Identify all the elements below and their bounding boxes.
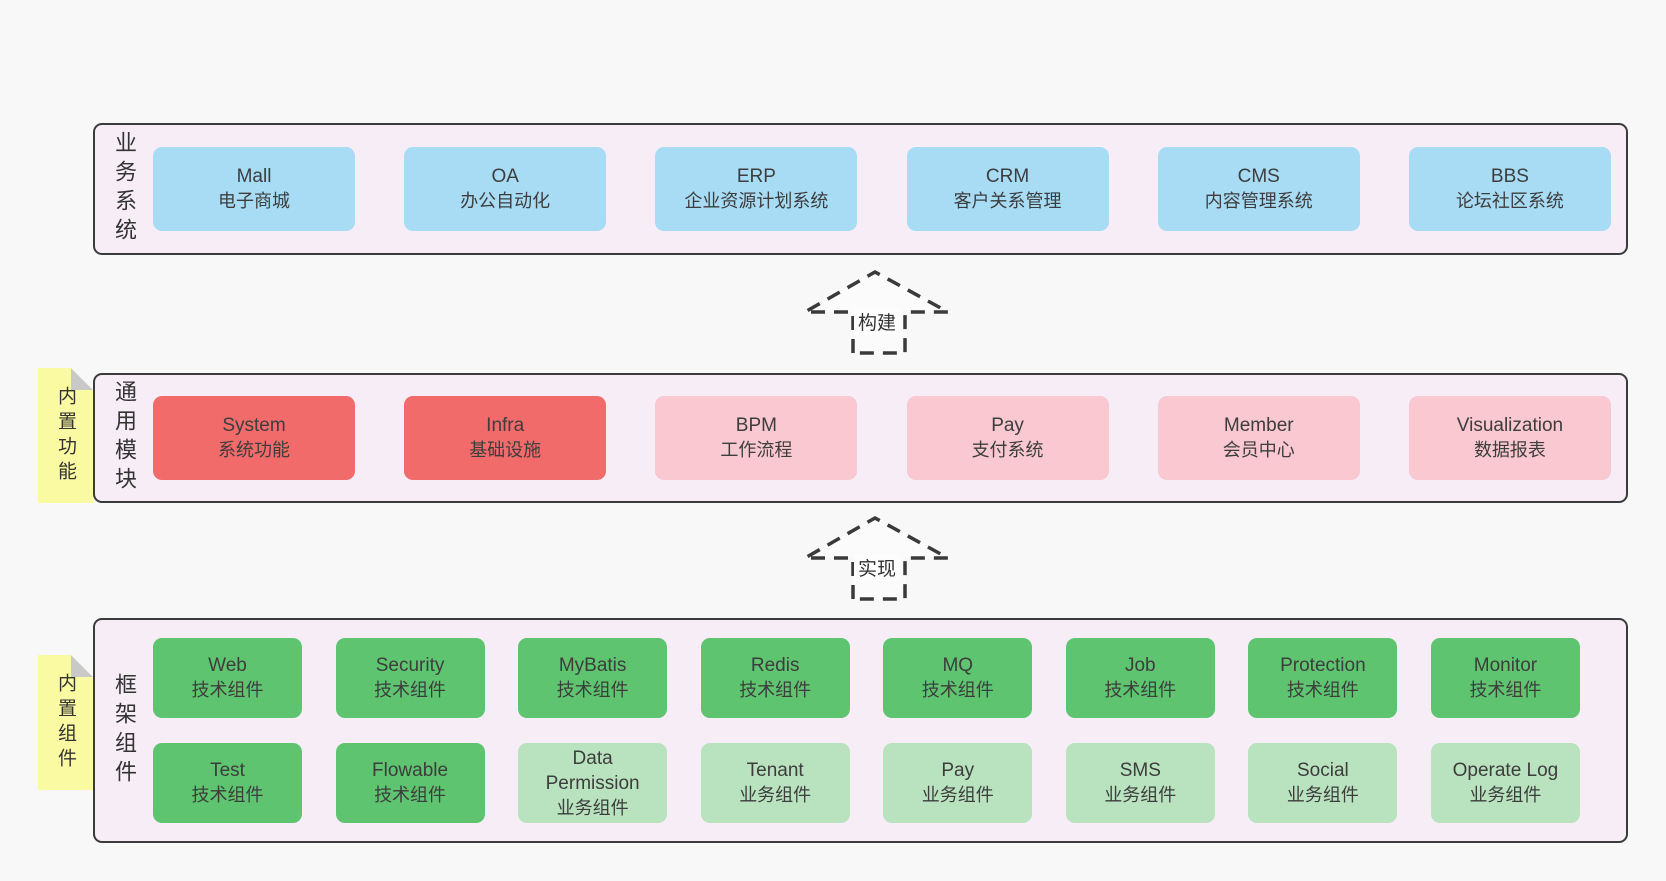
box-cms: CMS 内容管理系统 bbox=[1157, 147, 1360, 231]
arrow-implement-label: 实现 bbox=[853, 554, 901, 581]
box-mybatis: MyBatis 技术组件 bbox=[518, 638, 668, 718]
framework-row-1: Web 技术组件 Security 技术组件 MyBatis 技术组件 Redi… bbox=[153, 638, 1580, 718]
box-security: Security 技术组件 bbox=[335, 638, 485, 718]
section-common-modules: 通用模块 System 系统功能 Infra 基础设施 BPM 工作流程 Pay… bbox=[93, 373, 1628, 503]
box-web: Web 技术组件 bbox=[153, 638, 302, 718]
sticky-note-built-in-components: 内置组件 bbox=[38, 655, 93, 790]
arrow-build-label: 构建 bbox=[853, 308, 901, 335]
box-erp: ERP 企业资源计划系统 bbox=[655, 147, 858, 231]
box-system: System 系统功能 bbox=[153, 396, 355, 480]
box-redis: Redis 技术组件 bbox=[700, 638, 850, 718]
box-job: Job 技术组件 bbox=[1065, 638, 1215, 718]
box-crm: CRM 客户关系管理 bbox=[906, 147, 1109, 231]
framework-rows: Web 技术组件 Security 技术组件 MyBatis 技术组件 Redi… bbox=[153, 638, 1626, 823]
box-mq: MQ 技术组件 bbox=[883, 638, 1033, 718]
section-framework-components: 框架组件 Web 技术组件 Security 技术组件 MyBatis 技术组件… bbox=[93, 618, 1628, 843]
box-test: Test 技术组件 bbox=[153, 743, 302, 823]
box-pay-component: Pay 业务组件 bbox=[883, 743, 1033, 823]
box-mall: Mall 电子商城 bbox=[153, 147, 355, 231]
box-operate-log: Operate Log 业务组件 bbox=[1430, 743, 1580, 823]
framework-row-2: Test 技术组件 Flowable 技术组件 Data Permission … bbox=[153, 743, 1580, 823]
section-business-label: 业务系统 bbox=[112, 131, 137, 247]
up-arrow-build-icon: 构建 bbox=[797, 266, 957, 358]
box-bbs: BBS 论坛社区系统 bbox=[1408, 147, 1611, 231]
box-flowable: Flowable 技术组件 bbox=[335, 743, 485, 823]
section-framework-label: 框架组件 bbox=[112, 672, 137, 789]
module-boxes: System 系统功能 Infra 基础设施 BPM 工作流程 Pay 支付系统… bbox=[153, 396, 1626, 480]
sticky-note-built-in-features: 内置功能 bbox=[38, 368, 93, 503]
box-visualization: Visualization 数据报表 bbox=[1408, 396, 1611, 480]
business-boxes: Mall 电子商城 OA 办公自动化 ERP 企业资源计划系统 CRM 客户关系… bbox=[153, 147, 1626, 231]
box-bpm: BPM 工作流程 bbox=[655, 396, 858, 480]
box-tenant: Tenant 业务组件 bbox=[700, 743, 850, 823]
box-infra: Infra 基础设施 bbox=[404, 396, 607, 480]
section-modules-label: 通用模块 bbox=[112, 380, 137, 496]
box-oa: OA 办公自动化 bbox=[404, 147, 607, 231]
box-member: Member 会员中心 bbox=[1157, 396, 1360, 480]
box-monitor: Monitor 技术组件 bbox=[1430, 638, 1580, 718]
note-fold-corner-icon bbox=[71, 655, 93, 677]
box-sms: SMS 业务组件 bbox=[1065, 743, 1215, 823]
section-business-systems: 业务系统 Mall 电子商城 OA 办公自动化 ERP 企业资源计划系统 CRM… bbox=[93, 123, 1628, 255]
box-pay-system: Pay 支付系统 bbox=[906, 396, 1109, 480]
up-arrow-implement-icon: 实现 bbox=[797, 512, 957, 604]
box-protection: Protection 技术组件 bbox=[1248, 638, 1398, 718]
box-social: Social 业务组件 bbox=[1248, 743, 1398, 823]
note-fold-corner-icon bbox=[71, 368, 93, 390]
box-data-permission: Data Permission 业务组件 bbox=[518, 743, 668, 823]
